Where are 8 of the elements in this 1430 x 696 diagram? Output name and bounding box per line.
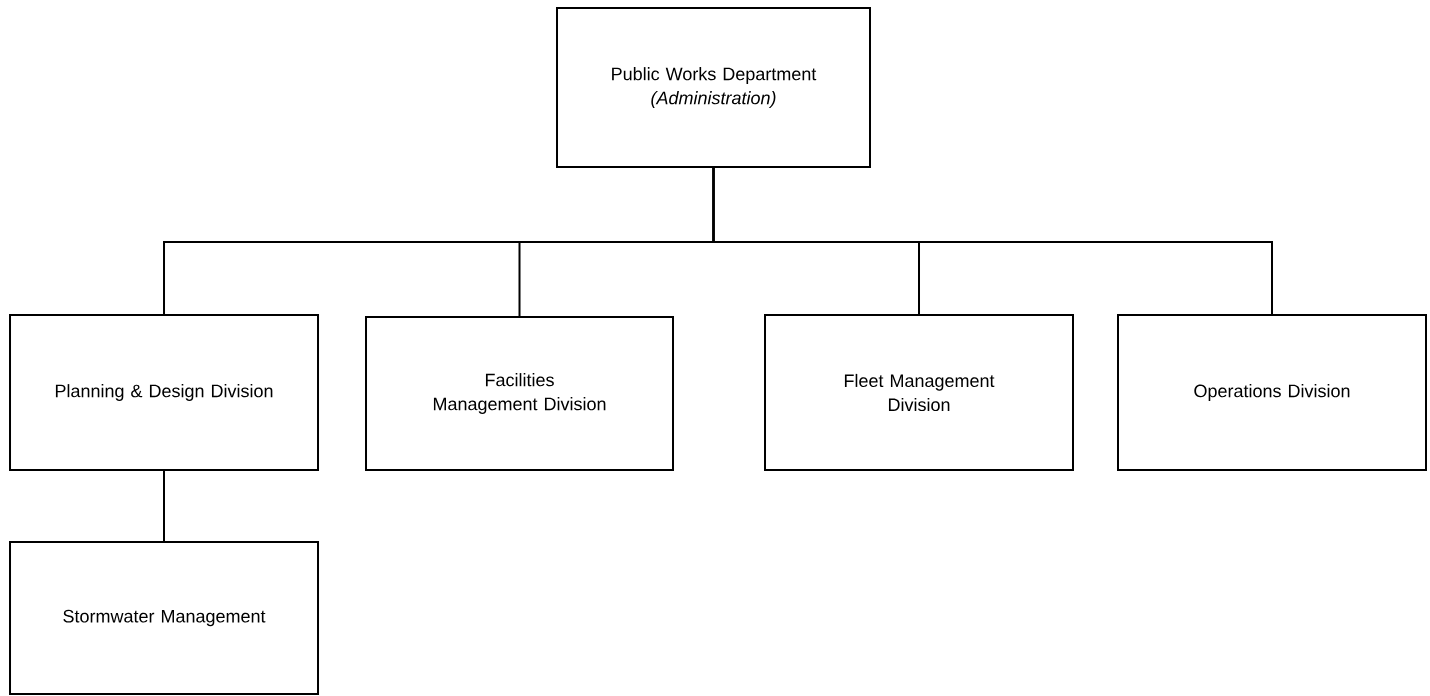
org-box: Facilities Management Division <box>365 316 674 471</box>
org-box: Planning & Design Division <box>9 314 319 471</box>
org-box: Operations Division <box>1117 314 1427 471</box>
connector-line <box>163 470 165 542</box>
org-box: Fleet Management Division <box>764 314 1074 471</box>
org-box: Stormwater Management <box>9 541 319 695</box>
org-box: Public Works Department (Administration) <box>556 7 871 168</box>
connector-line <box>712 167 1273 315</box>
